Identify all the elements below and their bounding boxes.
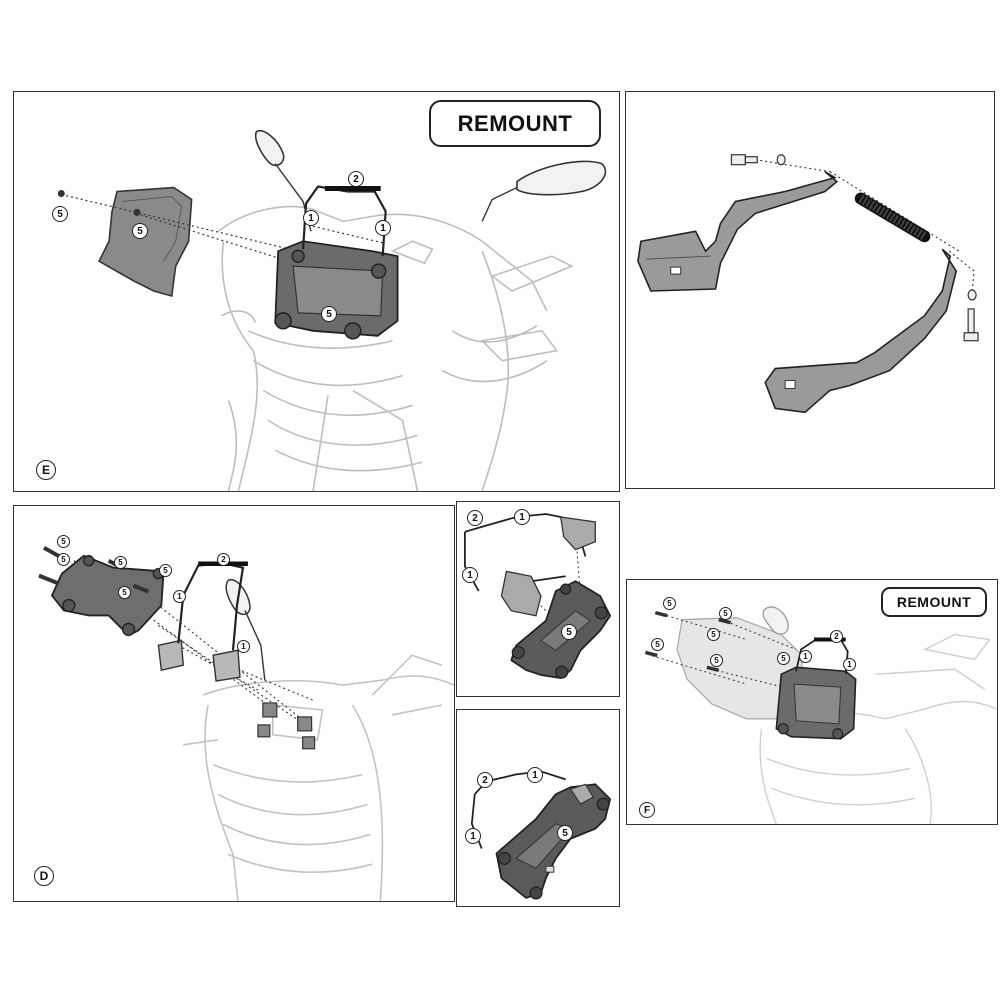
callout-rod: 1 [843,658,856,671]
callout-bolt: 5 [57,535,70,548]
callout-bolt: 5 [57,553,70,566]
detail-2-illustration [470,770,612,900]
side-plate [500,570,542,617]
side-plate-left [157,639,184,672]
panel-d-detail-1: 2 1 1 5 [456,501,620,697]
callout-rod: 1 [799,650,812,663]
removed-cover-part [98,186,193,297]
callout-crossbar: 2 [477,772,493,788]
panel-exploded-parts [625,91,995,489]
left-bracket-arm [637,170,839,292]
callout-bracket: 5 [557,825,573,841]
callout-crossbar: 2 [348,171,364,187]
panel-d-illustration [38,546,454,901]
callout-bolt: 5 [777,652,790,665]
step-label-f: F [639,802,655,818]
callout-bolt: 5 [663,597,676,610]
main-bracket-exploded [50,554,165,637]
callout-bracket: 5 [561,624,577,640]
callout-bolt: 5 [707,628,720,641]
panel-f-illustration [644,606,997,824]
remount-badge: REMOUNT [429,100,601,147]
panel-f-remount-screen: REMOUNT 5 5 5 5 5 5 2 1 1 F [626,579,998,825]
callout-rod: 1 [465,828,481,844]
callout-rod: 1 [462,567,478,583]
callout-bolt: 5 [114,556,127,569]
side-plate [559,516,596,551]
side-plate-right [212,649,241,682]
panel-d-detail-2: 2 1 1 5 [456,709,620,907]
callout-crossbar: 2 [467,510,483,526]
callout-rod: 1 [303,210,319,226]
callout-bolt: 5 [651,638,664,651]
exploded-parts-illustration [637,154,979,414]
callout-rod: 1 [514,509,530,525]
callout-bolt: 5 [710,654,723,667]
callout-crossbar: 2 [217,553,230,566]
callout-bolt: 5 [159,564,172,577]
step-label-d: D [34,866,54,886]
remount-badge: REMOUNT [881,587,987,617]
callout-bolt: 5 [52,206,68,222]
callout-bolt: 5 [132,223,148,239]
callout-bolt: 5 [118,586,131,599]
spacer-rod [854,192,931,243]
bolt-top [730,154,786,166]
panel-e-illustration [57,129,607,491]
right-bracket-arm [764,248,958,414]
callout-rod: 1 [375,220,391,236]
bracket-on-bike [274,240,399,340]
callout-rod: 1 [173,590,186,603]
callout-bolt: 5 [719,607,732,620]
panel-e-remount-bracket: REMOUNT 5 5 2 1 1 5 E [13,91,620,492]
callout-crossbar: 2 [830,630,843,643]
panel-d-install-bracket: 5 5 5 5 5 2 1 1 D [13,505,455,902]
callout-rod: 1 [237,640,250,653]
bolt-bottom [963,289,979,342]
callout-bracket: 5 [321,306,337,322]
step-label-e: E [36,460,56,480]
callout-rod: 1 [527,767,543,783]
detail-1-illustration [464,513,612,679]
